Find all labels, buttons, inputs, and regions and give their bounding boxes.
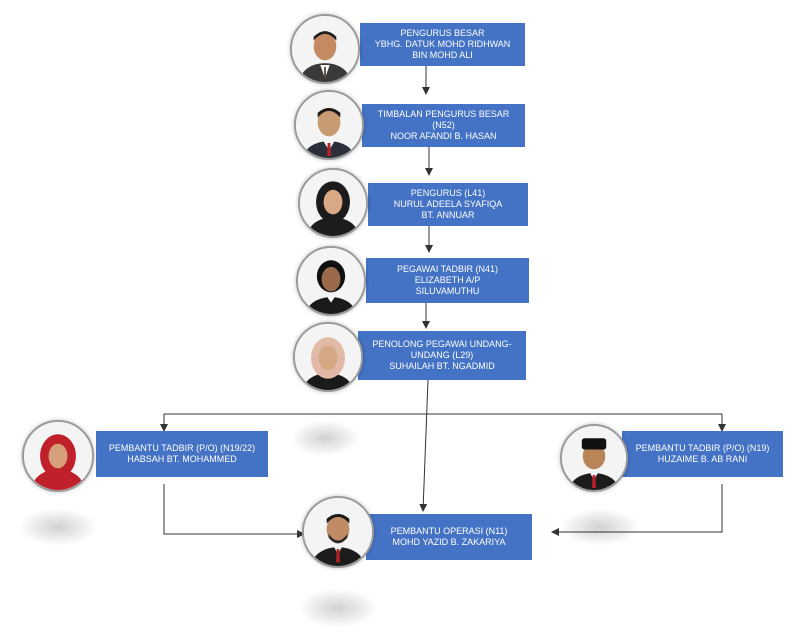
- node-text-line: TIMBALAN PENGURUS BESAR: [377, 109, 510, 119]
- arrow-5-8: [419, 379, 429, 512]
- person-man-tie-icon: [294, 90, 364, 160]
- person-man-songkok-icon: [560, 424, 628, 492]
- node-text-line: NOOR AFANDI B. HASAN: [390, 131, 497, 141]
- node-box-pegawai-tadbir: PEGAWAI TADBIR (N41) ELIZABETH A/P SILUV…: [366, 258, 529, 303]
- node-text-line: UNDANG (L29): [410, 350, 474, 360]
- node-text-line: HABSAH BT. MOHAMMED: [127, 454, 237, 464]
- node-text-line: PENGURUS (L41): [410, 188, 486, 198]
- person-woman-hijab-icon: [293, 322, 363, 392]
- node-text-line: NURUL ADEELA SYAFIQA: [393, 199, 503, 209]
- person-man-beard-icon: [302, 496, 374, 568]
- node-text-line: BIN MOHD ALI: [412, 50, 473, 60]
- node-text-line: PEMBANTU OPERASI (N11): [390, 526, 508, 536]
- person-man-suit-icon: [290, 14, 360, 84]
- node-text-line: PEGAWAI TADBIR (N41): [396, 264, 499, 274]
- arrow-7-8: [551, 484, 723, 536]
- node-text-line: SILUVAMUTHU: [415, 286, 480, 296]
- node-box-pembantu-operasi: PEMBANTU OPERASI (N11) MOHD YAZID B. ZAK…: [366, 514, 532, 560]
- node-box-pengurus-besar: PENGURUS BESAR YBHG. DATUK MOHD RIDHWAN …: [360, 23, 525, 66]
- node-box-pengurus: PENGURUS (L41) NURUL ADEELA SYAFIQA BT. …: [368, 183, 528, 226]
- node-text-line: SUHAILAH BT. NGADMID: [389, 361, 495, 371]
- node-text-line: YBHG. DATUK MOHD RIDHWAN: [374, 39, 511, 49]
- node-box-pembantu-tadbir-huzaime: PEMBANTU TADBIR (P/O) (N19) HUZAIME B. A…: [622, 431, 783, 477]
- person-woman-hijab-icon: [298, 168, 368, 238]
- node-text-line: PENGURUS BESAR: [400, 28, 485, 38]
- node-text-line: HUZAIME B. AB RANI: [657, 454, 748, 464]
- node-box-pembantu-tadbir-habsah: PEMBANTU TADBIR (P/O) (N19/22) HABSAH BT…: [96, 431, 268, 477]
- person-woman-hijab-red-icon: [22, 420, 94, 492]
- node-text-line: BT. ANNUAR: [421, 210, 475, 220]
- node-text-line: ELIZABETH A/P: [414, 275, 481, 285]
- decorative-shadow: [290, 420, 360, 456]
- node-text-line: PEMBANTU TADBIR (P/O) (N19/22): [108, 443, 256, 453]
- decorative-shadow: [298, 588, 378, 628]
- node-text-line: PEMBANTU TADBIR (P/O) (N19): [635, 443, 770, 453]
- node-text-line: PENOLONG PEGAWAI UNDANG-: [372, 339, 512, 349]
- node-box-penolong-pegawai-undang-undang: PENOLONG PEGAWAI UNDANG- UNDANG (L29) SU…: [358, 331, 526, 380]
- node-box-timbalan-pengurus-besar: TIMBALAN PENGURUS BESAR (N52) NOOR AFAND…: [362, 104, 525, 147]
- decorative-shadow: [18, 508, 98, 546]
- arrow-6-8: [163, 484, 305, 538]
- node-text-line: MOHD YAZID B. ZAKARIYA: [392, 537, 506, 547]
- decorative-shadow: [560, 508, 640, 546]
- node-text-line: (N52): [432, 120, 455, 130]
- person-woman-icon: [296, 246, 366, 316]
